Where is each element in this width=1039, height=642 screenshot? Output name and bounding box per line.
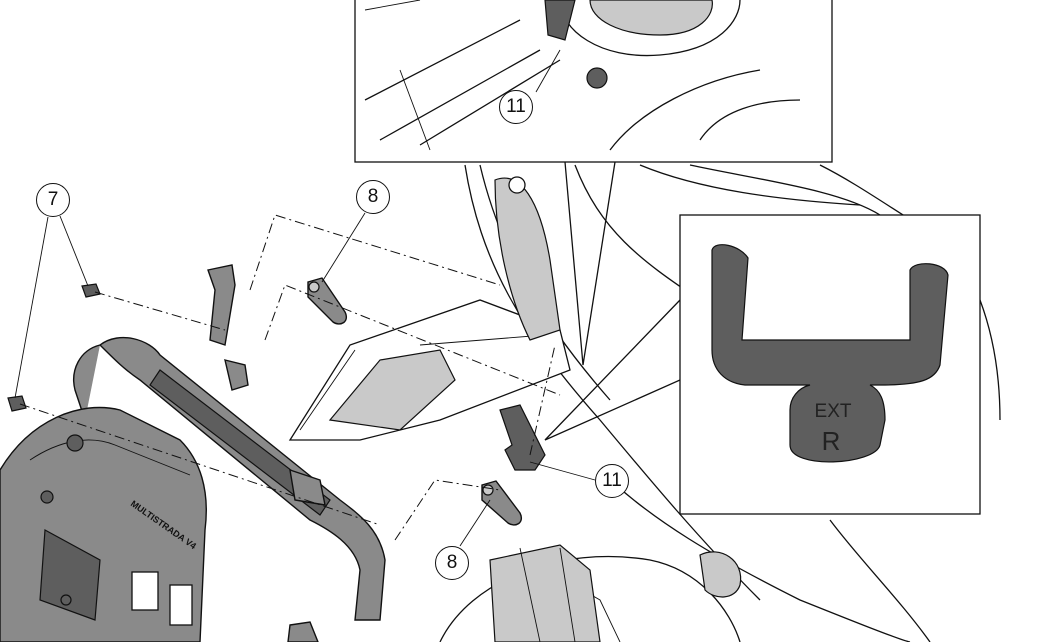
part-marking-ext: EXT: [815, 401, 852, 422]
clip-8-upper: [307, 277, 347, 325]
light-assembly: [288, 176, 571, 441]
screw-7-upper: [81, 283, 101, 298]
leader-lines: [14, 212, 596, 547]
mount-bracket: [73, 264, 386, 642]
callout-8-upper: 8: [356, 180, 390, 214]
callout-11-inset: 11: [499, 90, 533, 124]
motorcycle-body-lines: [439, 164, 1001, 642]
inset-top-pointer: [564, 161, 616, 366]
retainer-11: [499, 404, 546, 471]
callout-8-lower: 8: [435, 546, 469, 580]
assembly-lines: [19, 214, 561, 541]
inset-right-pointer: [544, 299, 681, 441]
part-marking-r: R: [822, 426, 841, 456]
callout-11: 11: [595, 464, 629, 498]
side-case: MULTISTRADA V4: [0, 406, 207, 642]
detail-inset-top: [354, 0, 833, 163]
detail-inset-right: EXT R: [544, 214, 981, 515]
screw-7-lower: [7, 395, 27, 412]
callout-7: 7: [36, 183, 70, 217]
